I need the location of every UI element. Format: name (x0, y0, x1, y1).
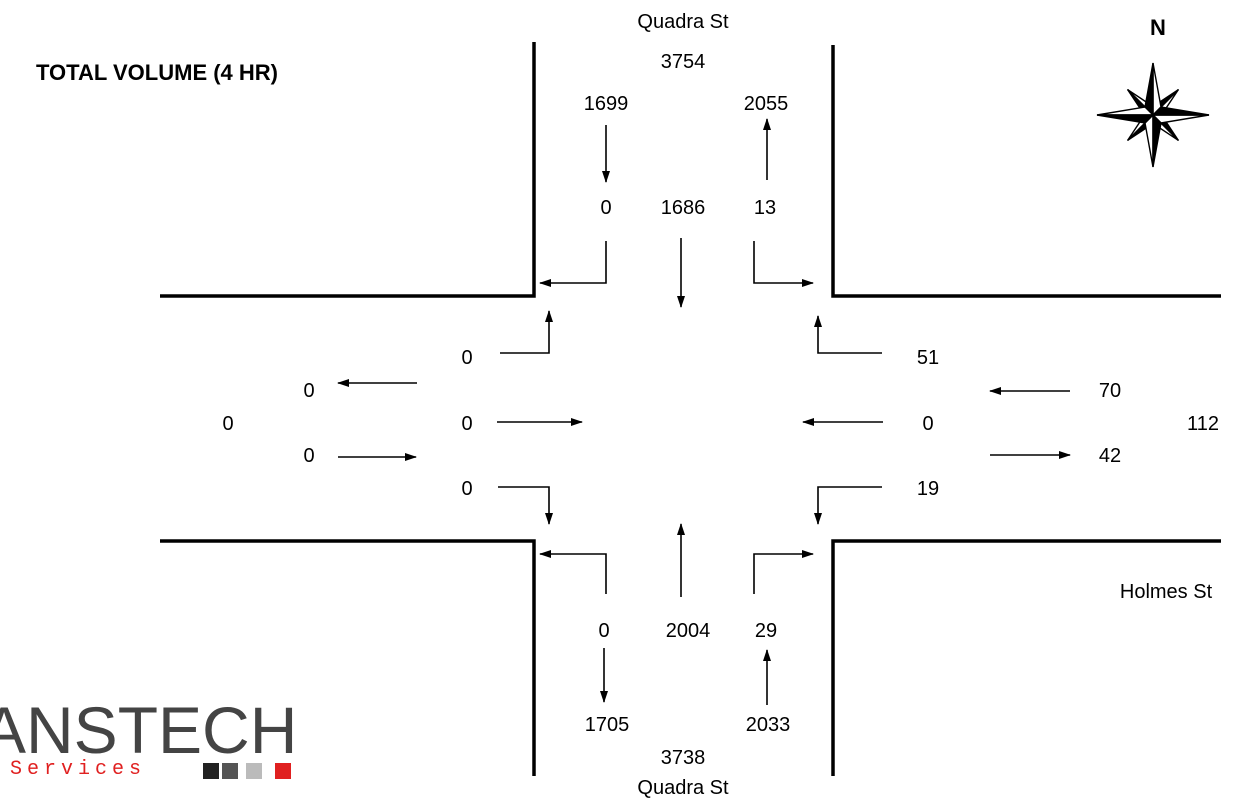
west-total-volume: 0 (222, 413, 234, 435)
logo-square-4 (275, 763, 291, 779)
diagram-title: TOTAL VOLUME (4 HR) (36, 60, 278, 85)
curb-se (831, 539, 1221, 776)
west-through-volume: 0 (461, 413, 473, 435)
south-right-volume: 29 (754, 620, 778, 642)
south-through-volume: 2004 (665, 620, 711, 642)
street-name-north: Quadra St (637, 11, 729, 33)
north-left-volume: 13 (753, 197, 777, 219)
west-left-volume: 0 (461, 347, 473, 369)
east-left-volume: 19 (916, 478, 940, 500)
east-total-volume: 112 (1187, 413, 1219, 435)
west-outbound-volume: 0 (303, 380, 315, 402)
movement-arrows (337, 118, 1071, 705)
south-total-volume: 3738 (660, 747, 706, 769)
arrow-west-right (498, 486, 553, 525)
east-right-volume: 51 (916, 347, 940, 369)
arrow-west-left (500, 310, 553, 354)
company-logo: ANSTECH Services (0, 700, 300, 780)
west-right-volume: 0 (461, 478, 473, 500)
south-left-volume: 0 (598, 620, 610, 642)
south-inbound-volume: 2033 (745, 714, 791, 736)
logo-square-1 (203, 763, 219, 779)
curb-sw (160, 539, 536, 776)
north-through-volume: 1686 (660, 197, 706, 219)
north-outbound-volume: 2055 (743, 93, 789, 115)
east-inbound-volume: 70 (1098, 380, 1122, 402)
east-outbound-volume: 42 (1098, 445, 1122, 467)
arrow-south-left (539, 550, 607, 594)
south-outbound-volume: 1705 (584, 714, 630, 736)
arrow-east-left (814, 486, 882, 525)
logo-square-3 (246, 763, 262, 779)
north-inbound-volume: 1699 (583, 93, 629, 115)
north-total-volume: 3754 (660, 51, 706, 73)
arrow-north-right (539, 241, 607, 287)
street-name-south: Quadra St (637, 777, 729, 799)
curb-ne (831, 45, 1221, 298)
curb-lines (160, 42, 1221, 776)
north-label: N (1150, 15, 1166, 40)
east-through-volume: 0 (922, 413, 934, 435)
arrow-north-left (753, 241, 814, 287)
north-right-volume: 0 (600, 197, 612, 219)
west-inbound-volume: 0 (303, 445, 315, 467)
arrow-south-right (753, 550, 814, 594)
street-name-east: Holmes St (1119, 581, 1213, 603)
arrow-east-right (814, 315, 882, 354)
logo-square-2 (222, 763, 238, 779)
logo-subtitle: Services (10, 758, 147, 780)
logo-wordmark: ANSTECH (0, 700, 298, 767)
curb-nw (160, 42, 536, 298)
compass-rose-icon (1096, 62, 1210, 168)
